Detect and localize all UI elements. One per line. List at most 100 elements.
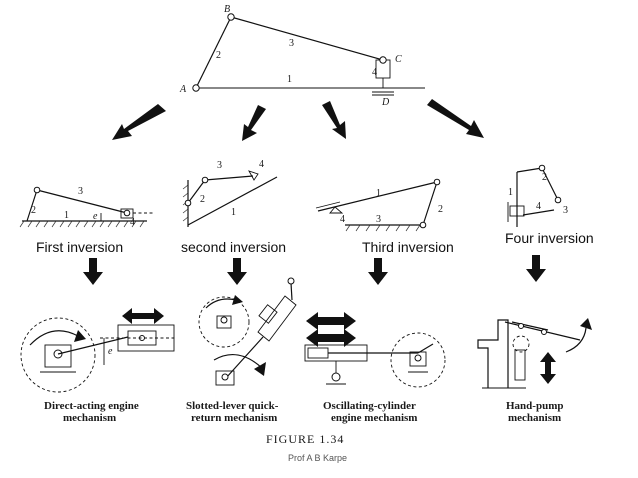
label-link-2: 2 [216,50,221,61]
mech3-top-arrow [306,312,356,330]
mech3-caption-line1: Oscillating-cylinder [323,400,416,412]
mech2-swing-arrow [213,353,263,369]
inversion-1: 1 2 3 4 e First inversion [19,186,154,255]
mech1-crank-circle [20,317,96,393]
diverging-arrows [112,99,484,141]
inv4-pin-c [554,196,562,204]
mech2-pivot-block [215,370,235,386]
down-arrow-2 [227,258,247,285]
inversion-title-1: First inversion [36,239,123,255]
mech2-rotation-arrow [205,298,237,309]
mech2-caption-line2: return mechanism [191,412,277,424]
inv3-link-1 [317,181,438,212]
mech4-pivot-circle [512,335,530,353]
inv1-pin-b [33,186,41,194]
label-link-1: 1 [287,74,292,85]
mechanism-4: Hand-pump mechanism [477,318,592,424]
mech4-link [511,321,549,331]
mech4-pin-top [518,323,524,329]
inv2-link-2 [187,179,206,204]
down-arrows [83,255,546,285]
label-c: C [395,54,402,65]
mech3-crank [417,343,434,354]
mech4-pump-body [477,319,509,388]
mech3-crank-circle [390,332,446,388]
mech2-slider [258,304,278,324]
inv2-pin-a [184,199,192,207]
mech1-label-e: e [108,346,113,357]
inv3-hatch [345,224,421,232]
down-arrow-1 [83,258,103,285]
inv2-link-1 [187,176,278,226]
inv2-pin-b [201,176,209,184]
inversion-title-3: Third inversion [362,239,454,255]
joint-b [227,13,235,21]
arrow-to-fourth [427,99,484,138]
arrow-to-third [322,101,346,139]
mech2-crank-pin [220,316,228,324]
inv1-hatch [19,220,145,228]
inversion-2: 1 2 3 4 second inversion [181,159,286,255]
joint-a [192,84,200,92]
link-3 [230,16,384,61]
arrow-to-first [112,104,166,140]
inv3-pin-b [433,178,441,186]
mech4-caption-line2: mechanism [508,412,561,424]
down-arrow-4 [526,255,546,282]
mech4-swing-head [580,318,592,330]
inversion-title-4: Four inversion [505,230,594,246]
mech4-caption-line1: Hand-pump [506,400,563,412]
mech4-pin-mid [541,329,547,335]
inv3-label-3: 3 [376,214,381,225]
mech1-caption-line2: mechanism [63,412,116,424]
inv4-link-2 [516,167,543,173]
arrow-to-second [242,105,266,141]
inv1-slider [120,208,134,219]
inv1-pin-c [123,209,131,217]
link-2 [195,16,232,89]
mechanism-3: Oscillating-cylinder engine mechanism [304,312,446,424]
label-link-4: 4 [372,67,377,78]
mech3-bottom-arrow [306,329,356,347]
inv2-label-2: 2 [200,194,205,205]
mech4-vertical-arrow [540,352,556,384]
kinematic-chain: A B C D 1 2 3 4 [179,4,425,108]
mech3-crank-block [409,351,427,367]
mech1-caption-line1: Direct-acting engine [44,400,139,412]
mech3-crank-pin [414,354,422,362]
inv3-label-2: 2 [438,204,443,215]
inv4-label-3: 3 [563,205,568,216]
inv2-slider [248,170,259,181]
inv4-slider [509,205,525,217]
inv4-link-3 [541,167,559,201]
mech2-slotted-lever [257,295,297,342]
mech1-rotation-head [74,330,86,342]
mech2-crank-circle [198,296,250,348]
mech2-lower-lever [225,336,264,379]
mech2-crank-block [216,315,232,329]
inv1-link-3 [36,189,128,214]
inv3-guide [315,201,341,209]
mech1-rotation-arrow [29,330,79,346]
inv2-link-3 [204,175,254,181]
inv4-label-4: 4 [536,201,541,212]
inv4-link-ground [522,209,555,216]
inv3-pin-a [419,221,427,229]
inv4-label-2: 2 [542,172,547,183]
inv1-link-2 [26,189,38,222]
inversion-4: 1 2 3 4 Four inversion [505,164,594,246]
mechanism-1: e Direct-acting engine mechanism [20,308,176,424]
figure-caption: FIGURE 1.34 [266,432,344,446]
label-b: B [224,4,230,15]
mech3-piston [307,347,329,359]
mech1-connecting-rod [57,336,129,355]
label-a: A [179,84,187,95]
inv3-link-2 [422,181,438,226]
mechanism-2: Slotted-lever quick- return mechanism [186,277,297,424]
inv3-label-4: 4 [340,214,345,225]
down-arrow-3 [368,258,388,285]
inv1-label-2: 2 [31,205,36,216]
inv1-label-e: e [93,211,98,222]
mech3-caption-line2: engine mechanism [331,412,417,424]
